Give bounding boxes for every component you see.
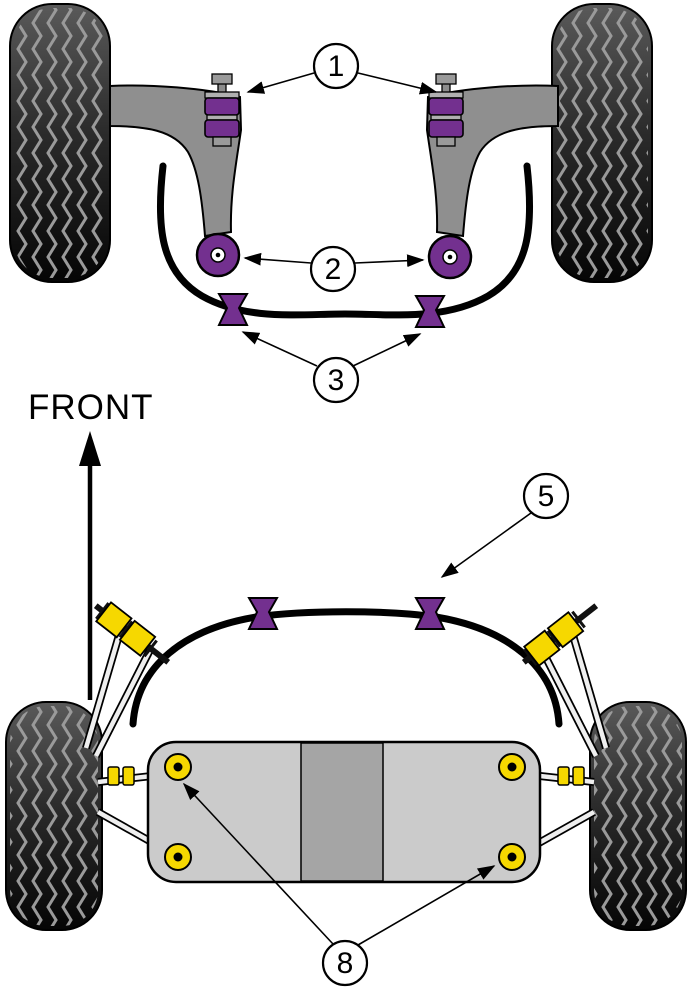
- subframe-bushing-bottom-right: [498, 843, 526, 871]
- rear-left-tire: [5, 701, 103, 931]
- suspension-rod: [538, 648, 600, 758]
- tie-rod-bushing: [107, 766, 120, 786]
- front-anti-roll-bar: [156, 162, 534, 319]
- tie-rod-bushing: [557, 766, 570, 786]
- front-arb-bushing-left: [217, 293, 249, 326]
- rear-arb-bushing-right: [414, 597, 446, 630]
- suspension-rod: [566, 623, 610, 750]
- callout-8: 8: [182, 782, 496, 987]
- callout-8-label: 8: [337, 947, 354, 980]
- front-right-tire: [551, 3, 653, 283]
- front-left-tire: [9, 3, 111, 283]
- tie-rod-bushing: [122, 766, 135, 786]
- rear-anti-roll-bar: [129, 608, 563, 728]
- front-direction-arrow: [79, 431, 101, 700]
- rear-drop-link-left: [93, 601, 171, 665]
- suspension-rod: [92, 648, 154, 758]
- front-arb-bushing-right: [414, 295, 446, 328]
- callout-5: 5: [440, 472, 570, 578]
- rear-arb-bushing-left: [247, 597, 279, 630]
- callout-3: 3: [241, 331, 422, 404]
- front-label: FRONT: [28, 388, 154, 427]
- subframe-bushing-top-right: [498, 753, 526, 781]
- rear-drop-link-right: [521, 603, 599, 667]
- suspension-rod: [82, 623, 126, 750]
- front-arm-rear-bushing-left: [195, 232, 241, 278]
- callout-5-label: 5: [538, 480, 555, 513]
- callout-2: 2: [243, 245, 425, 293]
- subframe-bushing-top-left: [164, 753, 192, 781]
- subframe-bushing-bottom-left: [164, 843, 192, 871]
- rear-subframe: [146, 740, 542, 884]
- front-upper-bushing-right: [428, 73, 464, 147]
- rear-right-linkage-rods: [528, 623, 610, 852]
- callout-1: 1: [246, 42, 438, 95]
- callout-3-label: 3: [328, 364, 345, 397]
- callout-2-label: 2: [325, 253, 342, 286]
- callout-1-label: 1: [328, 50, 345, 83]
- front-arm-rear-bushing-right: [427, 234, 473, 280]
- front-upper-bushing-left: [204, 73, 240, 147]
- tie-rod-bushing: [572, 766, 585, 786]
